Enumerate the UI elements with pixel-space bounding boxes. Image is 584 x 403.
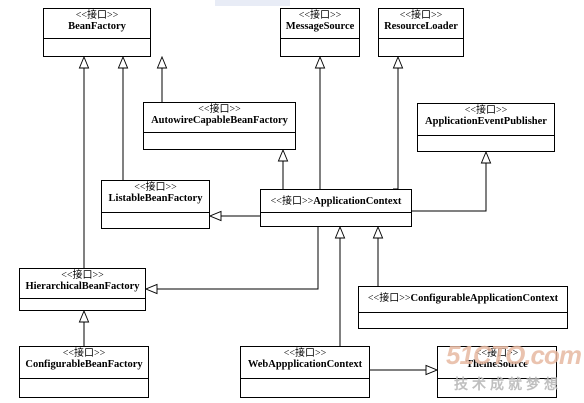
- class-name: WebAppplicationContext: [247, 359, 363, 370]
- stereotype-label: <<接口>>: [367, 293, 411, 304]
- class-name: ResourceLoader: [384, 21, 458, 32]
- class-name: ListableBeanFactory: [108, 193, 203, 204]
- stereotype-label: <<接口>>: [198, 104, 241, 115]
- class-name: ConfigurableBeanFactory: [25, 359, 143, 370]
- stereotype-label: <<接口>>: [464, 105, 508, 116]
- class-box-webapplicationcontext: <<接口>> WebAppplicationContext: [240, 346, 370, 398]
- class-name: ConfigurableApplicationContext: [410, 293, 559, 304]
- class-box-autowirecapablebeanfactory: <<接口>> AutowireCapableBeanFactory: [143, 102, 296, 150]
- class-box-configurablebeanfactory: <<接口>> ConfigurableBeanFactory: [19, 346, 149, 398]
- class-box-configurableapplicationcontext: <<接口>>ConfigurableApplicationContext: [358, 286, 568, 329]
- class-box-listablebeanfactory: <<接口>> ListableBeanFactory: [101, 180, 210, 229]
- class-box-themesource: <<接口>> ThemeSource: [437, 346, 557, 398]
- class-title-row: <<接口>>ApplicationContext: [261, 196, 411, 208]
- top-decoration: [215, 0, 290, 6]
- stereotype-label: <<接口>>: [283, 348, 327, 359]
- compartment-divider: [281, 38, 359, 39]
- compartment-divider: [418, 135, 554, 136]
- stereotype-label: <<接口>>: [75, 10, 119, 21]
- compartment-divider: [241, 378, 369, 379]
- class-title-row: <<接口>>ConfigurableApplicationContext: [359, 293, 567, 305]
- stereotype-label: <<接口>>: [270, 196, 314, 207]
- class-name: MessageSource: [285, 21, 355, 32]
- class-name: ThemeSource: [466, 359, 528, 370]
- stereotype-label: <<接口>>: [298, 10, 342, 21]
- class-box-applicationcontext: <<接口>>ApplicationContext: [260, 189, 412, 227]
- compartment-divider: [44, 38, 150, 39]
- class-box-hierarchicalbeanfactory: <<接口>> HierarchicalBeanFactory: [19, 268, 146, 311]
- class-name: ApplicationEventPublisher: [425, 116, 547, 127]
- class-name: AutowireCapableBeanFactory: [151, 115, 288, 126]
- class-name: BeanFactory: [68, 21, 126, 32]
- class-box-beanfactory: <<接口>> BeanFactory: [43, 8, 151, 57]
- edge-appcontext-to-resourceloader: [393, 57, 398, 190]
- compartment-divider: [20, 298, 145, 299]
- edge-appcontext-to-hierarchical: [146, 226, 319, 289]
- compartment-divider: [438, 378, 556, 379]
- compartment-divider: [261, 212, 411, 213]
- stereotype-label: <<接口>>: [475, 348, 519, 359]
- class-box-applicationeventpublisher: <<接口>> ApplicationEventPublisher: [417, 103, 555, 152]
- stereotype-label: <<接口>>: [399, 10, 443, 21]
- class-box-messagesource: <<接口>> MessageSource: [280, 8, 360, 57]
- stereotype-label: <<接口>>: [134, 182, 177, 193]
- class-name: HierarchicalBeanFactory: [25, 281, 140, 292]
- class-name: ApplicationContext: [313, 196, 402, 207]
- stereotype-label: <<接口>>: [61, 270, 104, 281]
- compartment-divider: [379, 38, 463, 39]
- compartment-divider: [20, 378, 148, 379]
- stereotype-label: <<接口>>: [62, 348, 106, 359]
- compartment-divider: [102, 212, 209, 213]
- compartment-divider: [359, 312, 567, 313]
- edge-appcontext-to-publisher: [412, 152, 486, 212]
- class-box-resourceloader: <<接口>> ResourceLoader: [378, 8, 464, 57]
- compartment-divider: [144, 132, 295, 133]
